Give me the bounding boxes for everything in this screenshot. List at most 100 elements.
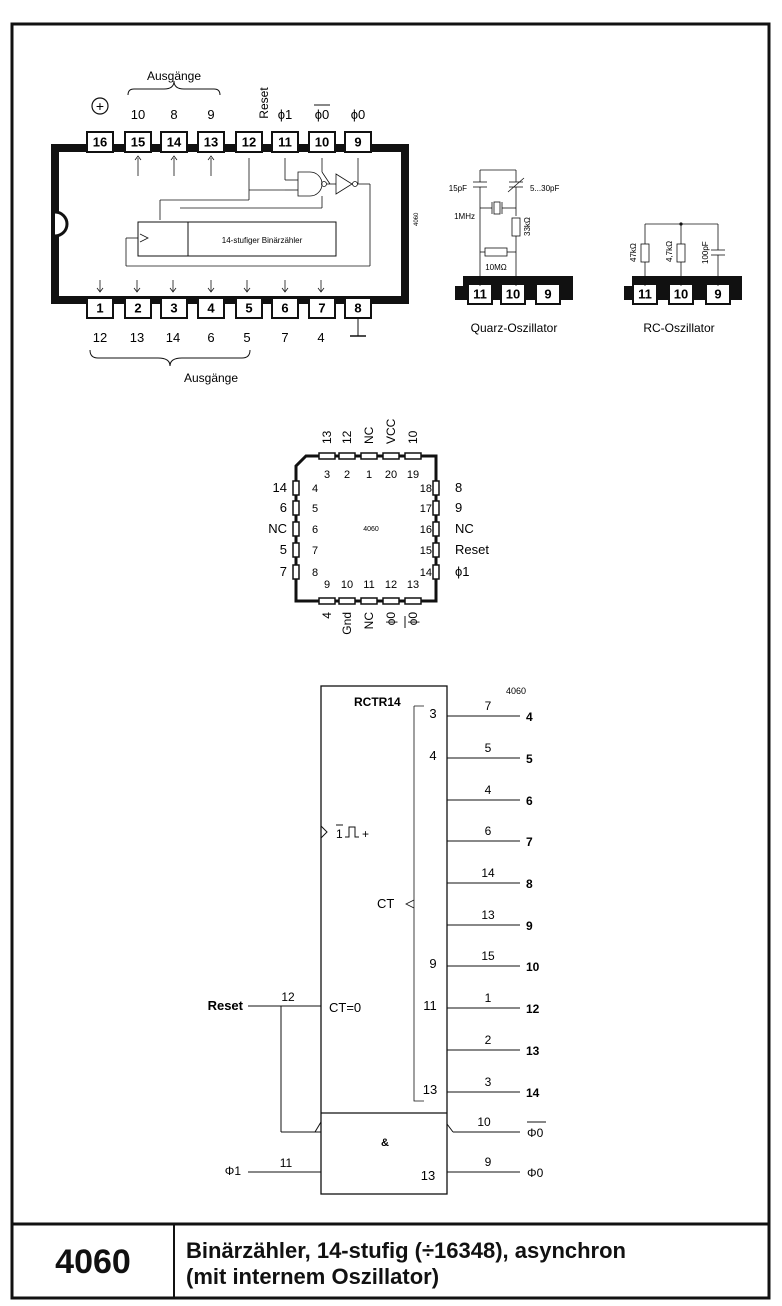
plcc-bottom-label: NC: [362, 612, 376, 630]
logic-symbol-diagram: RCTR14 4060 CT 1 + CT=0 & 3 4 9 11 13 13…: [208, 685, 546, 1195]
dip-top-pin: 14: [160, 131, 188, 153]
dip-top-pin: 12: [235, 131, 263, 153]
plcc-bottom-pin-number: 11: [363, 579, 374, 591]
reset-pin: 12: [281, 990, 295, 1004]
output-pin: 6: [485, 824, 492, 838]
plcc-pad: [382, 597, 400, 605]
dip-bottom-label: 13: [130, 330, 144, 345]
output-pin: 7: [485, 699, 492, 713]
plcc-pad: [292, 480, 300, 496]
plcc-bottom-pin-number: 13: [407, 579, 419, 591]
plcc-pad: [382, 452, 400, 460]
dip-bottom-label: 5: [243, 330, 250, 345]
clock-plus: +: [362, 827, 369, 841]
dip-bottom-pin-number: 3: [170, 301, 177, 316]
part-title-line1: Binärzähler, 14-stufig (÷16348), asynchr…: [186, 1238, 626, 1263]
plcc-right-pin-number: 15: [420, 545, 432, 557]
rc-res1: 47kΩ: [629, 243, 638, 262]
dip-bottom-label: 12: [93, 330, 107, 345]
plcc-pad: [360, 452, 378, 460]
plcc-bottom-label: Gnd: [340, 612, 354, 635]
plcc-top-pin-number: 19: [407, 469, 419, 481]
phi0bar-pin: 10: [477, 1115, 491, 1129]
plus-symbol: +: [96, 98, 104, 114]
dip-bottom-pin: 1: [86, 297, 114, 319]
dip-bottom-label: 6: [207, 330, 214, 345]
plcc-left-pin-number: 4: [312, 483, 318, 495]
output-pin: 4: [485, 783, 492, 797]
dip-top-label: 8: [170, 107, 177, 122]
plcc-top-label: 10: [406, 430, 420, 444]
output-pin: 15: [481, 949, 495, 963]
dip-top-pin-number: 13: [204, 135, 218, 150]
dip-top-pin: 13: [197, 131, 225, 153]
plcc-center-code: 4060: [363, 526, 379, 533]
inner-num: 3: [429, 706, 436, 721]
ct-label: CT: [377, 896, 394, 911]
output-number: 4: [526, 710, 533, 724]
output-number: 7: [526, 835, 533, 849]
plcc-left-label: 14: [273, 480, 287, 495]
dip-bottom-pin-number: 2: [134, 301, 141, 316]
plcc-left-label: 6: [280, 500, 287, 515]
plcc-top-pin-number: 20: [385, 469, 397, 481]
plcc-bottom-pin-number: 9: [324, 579, 330, 591]
rc-res2: 4,7kΩ: [665, 241, 674, 262]
dip-bottom-pin: 3: [160, 297, 188, 319]
reset-input-label: Reset: [208, 998, 244, 1013]
quartz-cap2: 5...30pF: [530, 184, 559, 193]
inner-num: 13: [421, 1168, 435, 1183]
part-title-line2: (mit internem Oszillator): [186, 1264, 440, 1289]
plcc-pad: [318, 452, 336, 460]
plcc-left-pin-number: 8: [312, 567, 318, 579]
output-pin: 3: [485, 1075, 492, 1089]
dip-bottom-pin: 6: [271, 297, 299, 319]
plcc-right-pin-number: 16: [420, 524, 432, 536]
dip-bottom-label: 14: [166, 330, 180, 345]
plcc-pad: [292, 500, 300, 516]
output-pin: 1: [485, 991, 492, 1005]
plcc-top-label: 12: [340, 430, 354, 444]
quartz-crystal: 1MHz: [454, 212, 475, 221]
quartz-pin-number: 11: [473, 287, 487, 302]
dip-bottom-pin: 5: [235, 297, 263, 319]
dip-top-pin-number: 15: [131, 135, 145, 150]
plcc-right-pin-number: 17: [420, 503, 432, 515]
plcc-pad: [318, 597, 336, 605]
rc-pin: 10: [668, 283, 694, 305]
chip-code-dip: 4060: [414, 212, 420, 226]
dip-bottom-pin: 2: [124, 297, 152, 319]
output-pin: 2: [485, 1033, 492, 1047]
inner-num: 9: [429, 956, 436, 971]
output-number: 6: [526, 794, 533, 808]
plcc-bottom-label: ϕ0: [406, 612, 420, 626]
dip-top-pin: 10: [308, 131, 336, 153]
part-number: 4060: [55, 1242, 131, 1281]
plcc-top-label: NC: [362, 426, 376, 444]
plcc-bottom-label: ϕ0: [384, 612, 398, 626]
inner-num: 4: [429, 748, 436, 763]
quartz-pin-number: 10: [506, 287, 520, 302]
plcc-left-pin-number: 7: [312, 545, 318, 557]
quartz-res2: 10MΩ: [485, 263, 507, 272]
inner-num: 11: [423, 998, 437, 1013]
plcc-right-pin-number: 18: [420, 483, 432, 495]
plcc-right-label: 9: [455, 500, 462, 515]
dip-top-pin-number: 16: [93, 135, 107, 150]
output-pin: 13: [481, 908, 495, 922]
part-title: Binärzähler, 14-stufig (÷16348), asynchr…: [186, 1238, 766, 1290]
dip-top-pin: 11: [271, 131, 299, 153]
output-number: 5: [526, 752, 533, 766]
plcc-left-label: NC: [268, 521, 287, 536]
dip-top-label: ϕ0: [315, 107, 330, 122]
plcc-left-pin-number: 6: [312, 524, 318, 536]
plcc-bottom-pin-number: 12: [385, 579, 397, 591]
plcc-left-pin-number: 5: [312, 503, 318, 515]
dip-top-pin-number: 14: [167, 135, 182, 150]
plcc-pad: [432, 500, 440, 516]
output-pin: 14: [481, 866, 495, 880]
rc-pin: 9: [705, 283, 731, 305]
